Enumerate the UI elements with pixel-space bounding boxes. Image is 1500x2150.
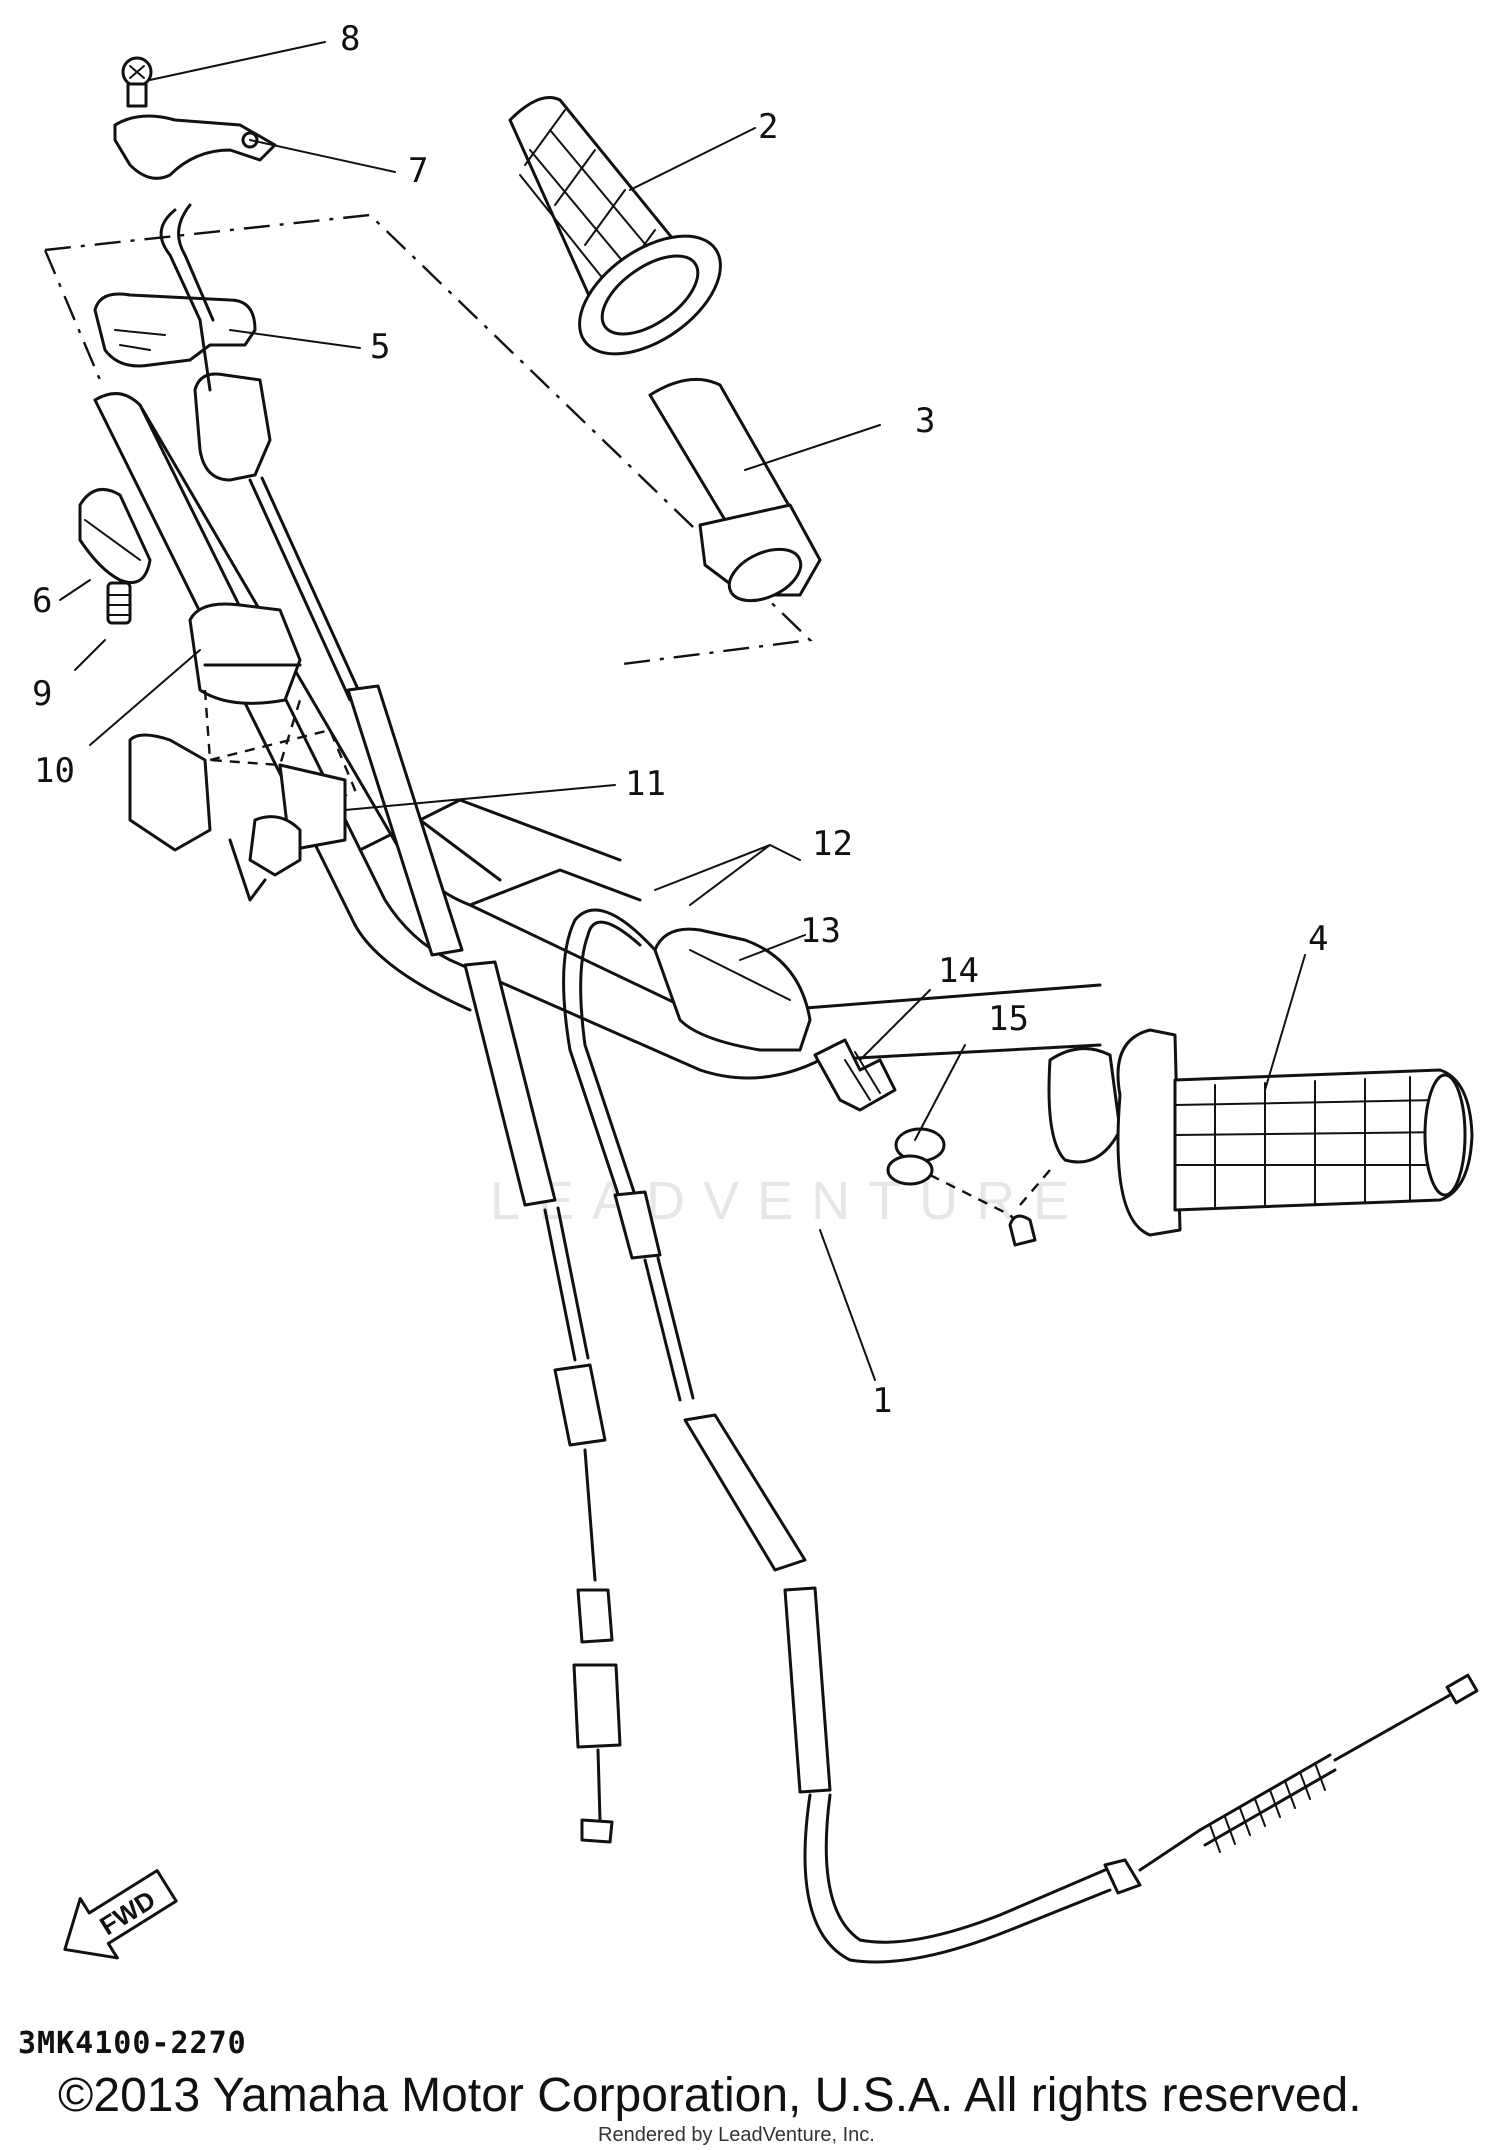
- copyright-notice: ©2013 Yamaha Motor Corporation, U.S.A. A…: [58, 2069, 1362, 2122]
- callout-3: 3: [915, 401, 935, 441]
- callout-8: 8: [340, 19, 360, 59]
- callout-10: 10: [34, 751, 75, 791]
- callout-14: 14: [938, 951, 979, 991]
- callout-12: 12: [812, 824, 853, 864]
- throttle-housing-part-5: [93, 292, 257, 368]
- hot-start-lever-part-13: [653, 927, 812, 1052]
- screw-part-9: [106, 581, 132, 625]
- throttle-cable-part-11: [159, 203, 622, 1844]
- locknut-part-15: [886, 1127, 946, 1186]
- right-grip-part-4: [1047, 1028, 1474, 1237]
- clutch-lever-holder: [128, 602, 357, 902]
- callout-1: 1: [872, 1381, 892, 1421]
- callout-13: 13: [800, 911, 841, 951]
- callout-11: 11: [625, 764, 666, 804]
- callout-15: 15: [988, 999, 1029, 1039]
- callout-6: 6: [32, 581, 52, 621]
- diagram-code: 3MK4100-2270: [18, 2026, 247, 2061]
- rendered-by-credit: Rendered by LeadVenture, Inc.: [598, 2124, 875, 2146]
- callout-4: 4: [1308, 919, 1328, 959]
- screw-part-8: [121, 56, 153, 108]
- left-grip-part-6: [78, 487, 152, 584]
- grip-part-2: [508, 96, 722, 356]
- cable-segment: [198, 318, 212, 392]
- throttle-tube-part-3: [648, 377, 822, 603]
- callout-5: 5: [370, 327, 390, 367]
- callout-9: 9: [32, 674, 52, 714]
- clutch-cable-part-12: [562, 908, 1479, 1964]
- throttle-housing-cover-part-7: [113, 114, 277, 180]
- adjuster-part-14: [813, 1038, 897, 1112]
- watermark: LEADVENTURE: [490, 1171, 1088, 1231]
- callout-7: 7: [408, 151, 428, 191]
- leader-lines: [59, 41, 1306, 1381]
- forward-direction-arrow: FWD: [63, 1869, 178, 1960]
- callout-2: 2: [758, 107, 778, 147]
- assembly-boundary: [43, 213, 813, 667]
